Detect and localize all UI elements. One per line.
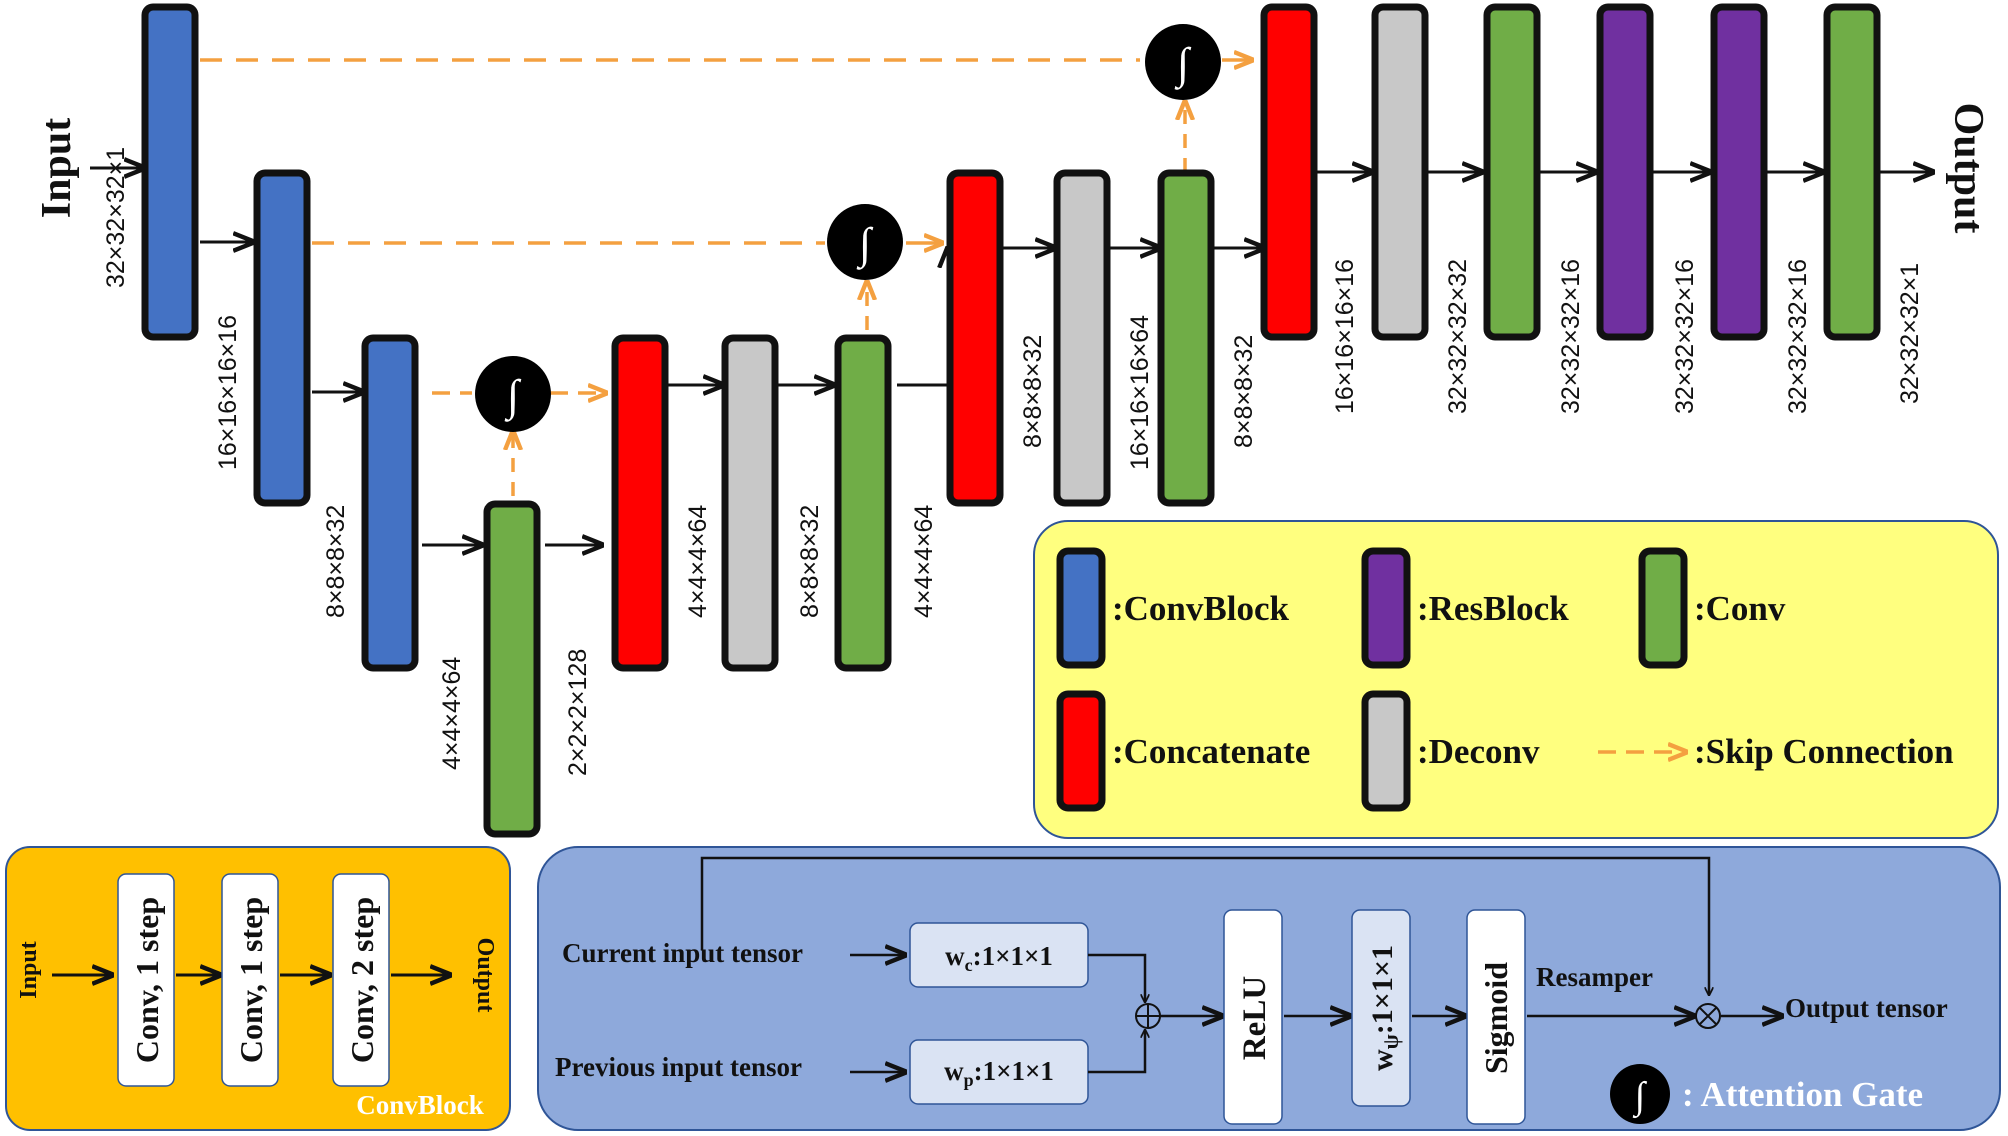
attention-gates: ∫ ∫ ∫ — [475, 24, 1221, 432]
wpsi-label: wψ:1×1×1 — [1366, 945, 1403, 1071]
decoder2-concat — [946, 169, 1004, 507]
svg-text:∫: ∫ — [1174, 39, 1192, 90]
legend-label-skip: :Skip Connection — [1694, 732, 1954, 771]
dimension-labels: 32×32×32×1 16×16×16×16 8×8×8×32 4×4×4×64… — [102, 147, 1924, 776]
legend-swatch-conv — [1638, 547, 1688, 669]
legend-label-conv: :Conv — [1694, 589, 1786, 628]
sigmoid-box — [1466, 909, 1526, 1125]
convblock-output: Output — [472, 938, 498, 1013]
attention-gate-legend-label: : Attention Gate — [1682, 1075, 1923, 1114]
convblock-title: ConvBlock — [356, 1090, 484, 1120]
relu-label: ReLU — [1237, 976, 1273, 1060]
attention-gate-3: ∫ — [475, 356, 551, 432]
decoder1-deconv — [721, 334, 779, 672]
resampler-label: Resamper — [1536, 962, 1653, 992]
dim-d2-cat: 8×8×8×32 — [1019, 335, 1047, 448]
decoder3-deconv — [1371, 3, 1429, 341]
legend-label-convblock: :ConvBlock — [1112, 589, 1290, 628]
decoder2-deconv — [1053, 169, 1111, 507]
output-tensor-label: Output tensor — [1785, 993, 1948, 1023]
output-label: Output — [1945, 103, 1991, 234]
attention-gate-2: ∫ — [827, 204, 903, 280]
sigmoid-label: Sigmoid — [1478, 962, 1514, 1074]
decoder2-conv — [1157, 169, 1215, 507]
convblock-step1 — [117, 873, 175, 1087]
decoder1-conv — [834, 334, 892, 672]
dim-e4: 4×4×4×64 — [438, 657, 466, 770]
legend-panel: :ConvBlock :ResBlock :Conv :Concatenate … — [1033, 520, 1999, 839]
attention-gate-panel: Current input tensor Previous input tens… — [537, 846, 2001, 1131]
bottleneck-conv — [483, 500, 541, 838]
dim-d3-cat: 16×16×16×16 — [1331, 259, 1359, 414]
resblock-2 — [1710, 3, 1768, 341]
multiply-node — [1695, 1003, 1721, 1029]
decoder3-conv — [1483, 3, 1541, 341]
svg-text:∫: ∫ — [856, 219, 874, 270]
dim-res1: 32×32×32×16 — [1671, 259, 1699, 414]
resblock-1 — [1596, 3, 1654, 341]
dim-d1-deconv: 8×8×8×32 — [796, 505, 824, 618]
dim-final: 32×32×32×1 — [1896, 263, 1924, 404]
attention-gate-1: ∫ — [1145, 24, 1221, 100]
dim-d1-cat: 4×4×4×64 — [684, 505, 712, 618]
sum-node — [1135, 1003, 1161, 1029]
legend-swatch-convblock — [1056, 547, 1106, 669]
dim-e1: 32×32×32×1 — [102, 147, 130, 288]
convblock-panel: Input Conv, 1 step Conv, 1 step Conv, 2 … — [5, 846, 511, 1131]
dim-e3: 8×8×8×32 — [322, 505, 350, 618]
svg-text:∫: ∫ — [504, 371, 522, 422]
wc-label: wc:1×1×1 — [945, 941, 1053, 975]
encoder-convblock-3 — [361, 334, 419, 672]
wpsi-box — [1351, 909, 1411, 1107]
dim-d1-conv: 4×4×4×64 — [910, 505, 938, 618]
encoder-convblock-1 — [141, 3, 199, 341]
skip-connections — [200, 60, 1252, 496]
legend-swatch-deconv — [1361, 690, 1411, 812]
convblock-step1-label: Conv, 1 step — [129, 897, 165, 1063]
convblock-input: Input — [16, 941, 42, 998]
convblock-step2 — [221, 873, 279, 1087]
legend-swatch-concatenate — [1056, 690, 1106, 812]
previous-input-label: Previous input tensor — [555, 1052, 802, 1082]
convblock-step3-label: Conv, 2 step — [344, 897, 380, 1063]
convblock-step3 — [332, 873, 390, 1087]
legend-label-resblock: :ResBlock — [1417, 589, 1569, 628]
legend-label-concatenate: :Concatenate — [1112, 732, 1310, 771]
dim-d3-conv: 32×32×32×16 — [1557, 259, 1585, 414]
legend-label-deconv: :Deconv — [1417, 732, 1540, 771]
dim-e2: 16×16×16×16 — [214, 315, 242, 470]
encoder-convblock-2 — [253, 169, 311, 507]
network-blocks — [141, 3, 1881, 838]
decoder3-concat — [1260, 3, 1318, 341]
dim-d2-deconv: 16×16×16×64 — [1126, 315, 1154, 470]
input-label: Input — [34, 118, 80, 218]
dim-d3-deconv: 32×32×32×32 — [1444, 259, 1472, 414]
convblock-step2-label: Conv, 1 step — [233, 897, 269, 1063]
relu-box — [1223, 909, 1283, 1125]
attention-gate-legend-icon: ∫ — [1610, 1064, 1670, 1124]
final-conv — [1823, 3, 1881, 341]
dim-bottleneck: 2×2×2×128 — [564, 649, 592, 776]
flow-arrows — [90, 168, 1933, 545]
svg-text:∫: ∫ — [1633, 1075, 1648, 1119]
dim-d2-conv: 8×8×8×32 — [1230, 335, 1258, 448]
current-input-label: Current input tensor — [562, 938, 803, 968]
wp-label: wp:1×1×1 — [944, 1056, 1054, 1090]
legend-swatch-resblock — [1361, 547, 1411, 669]
decoder1-concat — [611, 334, 669, 672]
dim-res2: 32×32×32×16 — [1784, 259, 1812, 414]
